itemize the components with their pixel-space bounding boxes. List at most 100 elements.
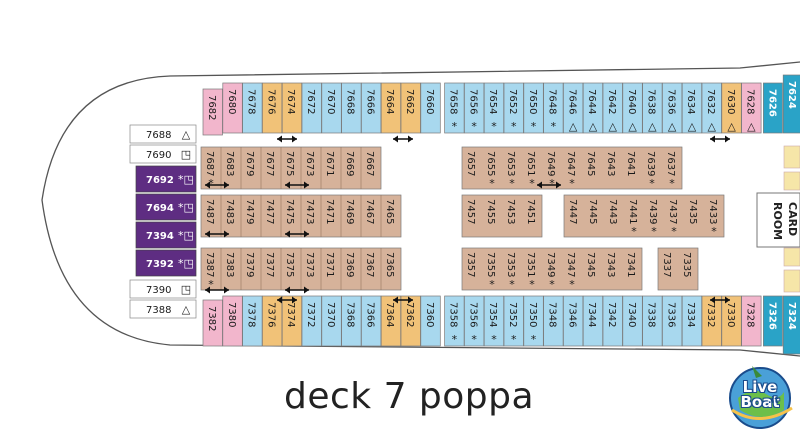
cabin-number: 7680 (226, 89, 237, 114)
cabin (763, 295, 783, 347)
cabin-number: 7353 (505, 252, 516, 277)
cabin-number: 7354 (487, 302, 498, 327)
cabin-symbol: * (511, 333, 517, 346)
cabin-symbol: * (511, 120, 517, 133)
cabin (741, 295, 762, 347)
cabin-number: 7380 (226, 302, 237, 327)
cabin-number: 7345 (585, 252, 596, 277)
cabin-number: 7638 (646, 89, 657, 114)
cabin-symbol: * (509, 177, 515, 190)
cabin-number: 7332 (705, 302, 716, 327)
cabin-number: 7479 (244, 199, 255, 224)
cabin-number: 7441 (627, 199, 638, 224)
cabin (135, 249, 197, 277)
arrow-head (556, 181, 561, 189)
cabin-number: 7350 (527, 302, 538, 327)
cabin-symbol: △ (628, 120, 637, 133)
cabin-number: 7390 (146, 285, 171, 296)
cabin-number: 7388 (146, 305, 171, 316)
cabin-number: 7645 (585, 151, 596, 176)
cabin-number: 7352 (507, 302, 518, 327)
cabin-symbol: ◳ (181, 283, 191, 296)
cabin-number: 7643 (605, 151, 616, 176)
cabin-number: 7324 (786, 302, 797, 330)
cabin-symbol: * (631, 225, 637, 238)
cabin-number: 7351 (525, 252, 536, 277)
cabin-number: 7469 (344, 199, 355, 224)
cabin-symbol: * (669, 177, 675, 190)
cabin-number: 7477 (264, 199, 275, 224)
cabin-number: 7632 (705, 89, 716, 114)
cabin (741, 82, 762, 134)
cabin-number: 7453 (505, 199, 516, 224)
cabin-symbol: * (531, 333, 537, 346)
cabin-number: 7675 (284, 151, 295, 176)
cabin-number: 7371 (324, 252, 335, 277)
cabin-symbol: * (509, 278, 515, 291)
cabin-number: 7437 (667, 199, 678, 224)
cabin-number: 7624 (786, 81, 797, 109)
cabin-number: 7330 (725, 302, 736, 327)
cabin-number: 7642 (606, 89, 617, 114)
cabin-number: 7653 (505, 151, 516, 176)
cabin-number: 7652 (507, 89, 518, 114)
cabin-number: 7383 (224, 252, 235, 277)
cabin-number: 7688 (146, 130, 171, 141)
cabin-symbol: * (489, 278, 495, 291)
cabin-symbol: * (452, 120, 458, 133)
cabin-number: 7682 (206, 95, 217, 120)
cabin-number: 7341 (625, 252, 636, 277)
service-block (783, 269, 800, 293)
arrow-head (304, 181, 309, 189)
cabin-symbol: * (549, 278, 555, 291)
card-room-label: CARD (786, 202, 799, 236)
cabin-symbol: * (569, 278, 575, 291)
service-block (783, 247, 800, 267)
cabin-number: 7392 (146, 259, 174, 270)
arrow-head (292, 296, 297, 304)
arrow-head (205, 286, 210, 294)
cabin-number: 7473 (304, 199, 315, 224)
cabin-number: 7342 (606, 302, 617, 327)
cabin-number: 7628 (745, 89, 756, 114)
cabin-number: 7370 (325, 302, 336, 327)
cabin-symbol: ◳ (181, 148, 191, 161)
cabin-number: 7465 (384, 199, 395, 224)
arrow-head (408, 135, 413, 143)
cabin-number: 7368 (345, 302, 356, 327)
cabin-symbol: △ (182, 303, 191, 316)
cabin-number: 7692 (146, 175, 174, 186)
cabin-number: 7626 (766, 89, 777, 117)
cabin-number: 7344 (586, 302, 597, 327)
cabin-number: 7445 (587, 199, 598, 224)
cabin-number: 7372 (305, 302, 316, 327)
cabin-block (461, 194, 543, 238)
deck-title: deck 7 poppa (284, 376, 535, 417)
cabin-number: 7335 (681, 252, 692, 277)
cabin-number: 7373 (304, 252, 315, 277)
cabin-number: 7378 (246, 302, 257, 327)
cabin (135, 193, 197, 221)
cabin-number: 7650 (527, 89, 538, 114)
arrow-head (725, 296, 730, 304)
arrow-head (277, 296, 282, 304)
cabin-number: 7357 (465, 252, 476, 277)
cabin-number: 7483 (224, 199, 235, 224)
cabin-number: 7369 (344, 252, 355, 277)
cabin-number: 7660 (424, 89, 435, 114)
cabin-number: 7326 (766, 302, 777, 330)
cabin-symbol: * (569, 177, 575, 190)
cabin-number: 7376 (265, 302, 276, 327)
cabin-number: 7349 (545, 252, 556, 277)
cabin-number: 7640 (626, 89, 637, 114)
arrow-head (205, 181, 210, 189)
cabin-symbol: △ (708, 120, 717, 133)
cabin-number: 7375 (284, 252, 295, 277)
cabin (420, 295, 441, 347)
cabin-number: 7387 (204, 252, 215, 277)
cabin-number: 7435 (687, 199, 698, 224)
hull-outline (41, 61, 800, 357)
cabin-symbol: △ (569, 120, 578, 133)
cabin (129, 144, 197, 164)
cabin-symbol: * (551, 120, 557, 133)
